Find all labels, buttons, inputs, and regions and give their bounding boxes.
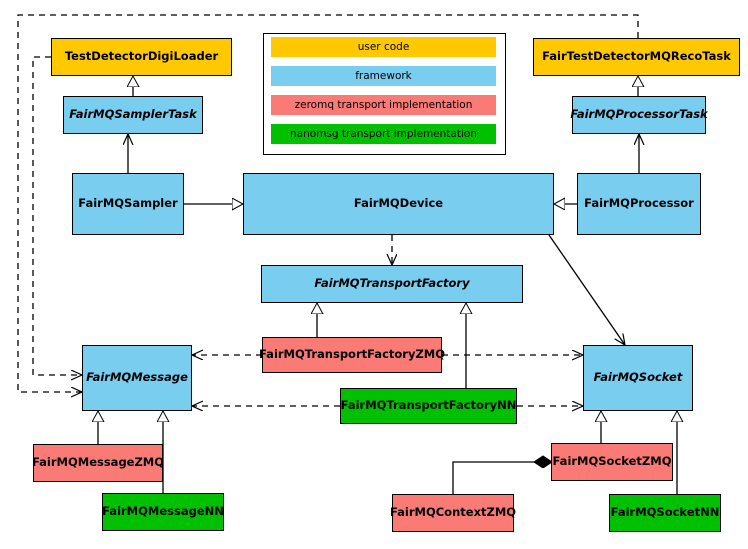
- class-box-testdetectordigiloader[interactable]: TestDetectorDigiLoader: [51, 38, 232, 76]
- class-label: FairMQDevice: [353, 196, 444, 211]
- class-label: FairMQMessageZMQ: [31, 455, 165, 470]
- class-box-fairmqsamplertask[interactable]: FairMQSamplerTask: [63, 96, 203, 134]
- legend-label-zeromq: zeromq transport implementation: [294, 99, 473, 111]
- class-label: FairTestDetectorMQRecoTask: [542, 49, 731, 64]
- class-label: FairMQSampler: [78, 196, 178, 211]
- legend-item-user-code: user code: [271, 37, 496, 57]
- legend-label-framework: framework: [355, 70, 412, 82]
- class-label: FairMQSocketZMQ: [552, 454, 672, 469]
- class-label: FairMQTransportFactory: [314, 276, 470, 291]
- legend-item-zeromq: zeromq transport implementation: [271, 95, 496, 115]
- class-label: FairMQSocket: [593, 370, 683, 385]
- class-label: FairMQContextZMQ: [389, 505, 517, 520]
- legend-item-framework: framework: [271, 66, 496, 86]
- legend-label-nanomsg: nanomsg transport implementation: [290, 128, 477, 140]
- class-box-fairmqtransportfactory[interactable]: FairMQTransportFactory: [261, 265, 523, 303]
- class-box-fairmqsampler[interactable]: FairMQSampler: [72, 173, 184, 235]
- class-box-fairmqprocessortask[interactable]: FairMQProcessorTask: [570, 96, 708, 134]
- class-label: TestDetectorDigiLoader: [64, 49, 219, 64]
- class-label: FairMQMessageNN: [102, 504, 224, 519]
- class-box-fairmqmessage[interactable]: FairMQMessage: [82, 345, 192, 411]
- legend-label-user-code: user code: [357, 41, 410, 53]
- class-box-fairmqtransportfactorynn[interactable]: FairMQTransportFactoryNN: [340, 388, 517, 424]
- class-box-fairmqtransportfactoryzmq[interactable]: FairMQTransportFactoryZMQ: [259, 337, 446, 373]
- class-box-fairmqmessagenn[interactable]: FairMQMessageNN: [102, 493, 224, 531]
- class-box-fairmqsocketzmq[interactable]: FairMQSocketZMQ: [551, 443, 673, 481]
- class-label: FairMQProcessorTask: [570, 107, 708, 122]
- class-label: FairMQMessage: [86, 370, 188, 385]
- class-box-fairtestdetectormqrecotask[interactable]: FairTestDetectorMQRecoTask: [533, 38, 740, 76]
- legend-item-nanomsg: nanomsg transport implementation: [271, 124, 496, 144]
- class-label: FairMQSocketNN: [610, 505, 720, 520]
- class-box-fairmqprocessor[interactable]: FairMQProcessor: [577, 173, 701, 235]
- class-box-fairmqmessagezmq[interactable]: FairMQMessageZMQ: [31, 444, 165, 482]
- class-label: FairMQProcessor: [584, 196, 694, 211]
- class-box-fairmqsocket[interactable]: FairMQSocket: [583, 345, 693, 411]
- class-box-fairmqdevice[interactable]: FairMQDevice: [243, 173, 554, 235]
- class-label: FairMQTransportFactoryNN: [340, 398, 517, 413]
- class-box-fairmqsocketnn[interactable]: FairMQSocketNN: [609, 494, 721, 532]
- class-label: FairMQTransportFactoryZMQ: [259, 347, 446, 362]
- class-box-fairmqcontextzmq[interactable]: FairMQContextZMQ: [389, 494, 517, 532]
- class-label: FairMQSamplerTask: [69, 107, 197, 122]
